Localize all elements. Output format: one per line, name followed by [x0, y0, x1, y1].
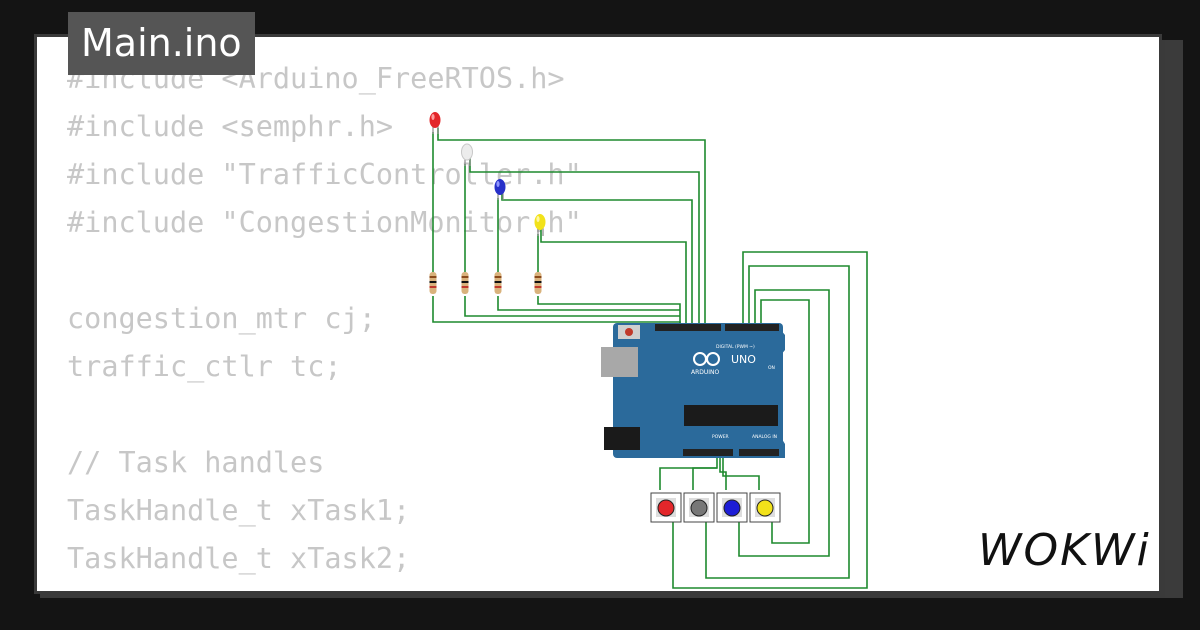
code-line: TaskHandle_t xTask2;: [67, 542, 411, 575]
on-label: ON: [768, 365, 775, 371]
wire: [464, 296, 680, 317]
resistor[interactable]: [534, 272, 542, 294]
code-line: // Task handles: [67, 446, 325, 479]
wire: [537, 296, 681, 323]
pushbutton-blue[interactable]: [716, 492, 748, 523]
digital-header: [725, 324, 779, 331]
code-line: TaskHandle_t xTask1;: [67, 494, 411, 527]
led-white[interactable]: [461, 143, 473, 166]
power-jack: [604, 427, 640, 450]
wire: [722, 456, 760, 490]
wire: [705, 265, 850, 579]
code-line: congestion_mtr cj;: [67, 302, 376, 335]
wire: [672, 251, 868, 589]
analog-label: ANALOG IN: [752, 434, 777, 440]
code-line: #include "CongestionMonitor.h": [67, 206, 582, 239]
microcontroller-chip: [684, 405, 778, 426]
board-brand-label: ARDUINO: [691, 369, 720, 376]
resistor[interactable]: [461, 272, 469, 294]
digital-header: [655, 324, 721, 331]
wire: [760, 299, 810, 544]
pushbutton-yellow[interactable]: [749, 492, 781, 523]
code-line: traffic_ctlr tc;: [67, 350, 342, 383]
digital-label: DIGITAL (PWM ~): [716, 344, 755, 350]
wire: [692, 467, 717, 490]
code-line: #include <semphr.h>: [67, 110, 394, 143]
wire: [738, 289, 830, 557]
wokwi-logo: WOKWi: [978, 525, 1151, 576]
wire: [659, 456, 718, 490]
led-blue[interactable]: [494, 179, 506, 200]
resistor[interactable]: [494, 272, 502, 294]
wire: [501, 192, 693, 323]
arduino-logo-icon: [693, 352, 720, 366]
usb-port: [601, 347, 638, 377]
power-label: POWER: [712, 434, 729, 440]
led-yellow[interactable]: [534, 214, 546, 236]
wire: [497, 296, 680, 311]
board-model-label: UNO: [731, 353, 756, 366]
pushbutton-gray[interactable]: [683, 492, 715, 523]
card-edge: [1165, 40, 1183, 598]
code-line: #include "TrafficController.h": [67, 158, 582, 191]
preview-card: #include <Arduino_FreeRTOS.h>#include <s…: [34, 34, 1162, 594]
led-red[interactable]: [429, 112, 441, 134]
analog-header: [739, 449, 779, 456]
pushbutton-red[interactable]: [650, 492, 682, 523]
wire: [437, 128, 706, 323]
resistor[interactable]: [429, 272, 437, 294]
arduino-uno-board[interactable]: UNO ARDUINO DIGITAL (PWM ~) POWER ANALOG…: [601, 323, 785, 458]
power-header: [683, 449, 733, 456]
wire: [540, 228, 687, 323]
file-tab[interactable]: Main.ino: [68, 12, 255, 75]
